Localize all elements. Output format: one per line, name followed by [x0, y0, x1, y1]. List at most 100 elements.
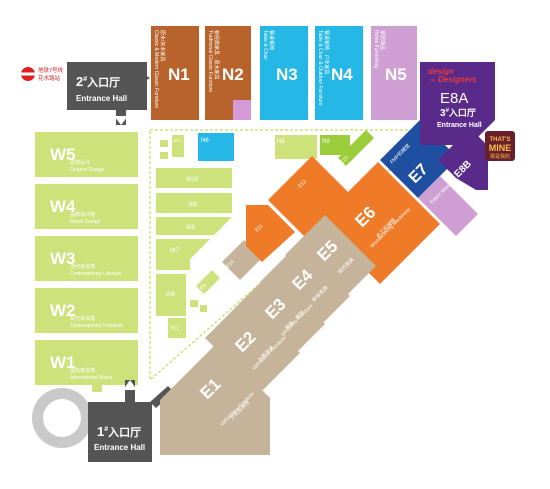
hall-t01-label: T01 — [170, 326, 179, 332]
hall-w11-label: W11 — [173, 138, 182, 143]
hall-w3-sub-en: Contemporary Lifestyle — [70, 271, 122, 277]
hall-w1[interactable]: W1 国际家具馆 International Brand — [35, 340, 138, 385]
small-booth — [190, 300, 198, 307]
hall-n6[interactable]: N6 — [198, 133, 234, 161]
hall-n2-corner — [233, 100, 251, 120]
hall-e8a-label: E8A — [440, 90, 468, 107]
hall-w2-sub: 现代家具馆 — [70, 315, 95, 322]
hall-e12[interactable]: E12 — [268, 156, 350, 238]
hall-w1-sub: 国际家具馆 — [70, 367, 95, 374]
hall-w5[interactable]: W5 原创设计 Original Design — [35, 132, 138, 177]
svg-text:1#入口厅: 1#入口厅 — [97, 424, 141, 439]
hall-e8a[interactable]: design of Designers E8A 3#入口厅 Entrance H… — [420, 62, 495, 145]
hall-n2-label: N2 — [222, 65, 244, 84]
hall-n5[interactable]: N5 家居饰品 Home Furnishing — [371, 26, 417, 120]
entrance-1-en: Entrance Hall — [94, 443, 145, 452]
metro-icon-bar — [21, 72, 35, 76]
hall-w2[interactable]: W2 现代家具馆 Contemporary Furniture — [35, 288, 138, 333]
hall-w2-label: W2 — [50, 301, 76, 320]
svg-text:3#入口厅: 3#入口厅 — [440, 108, 476, 119]
hall-w4-sub-en: Brand Design — [70, 219, 101, 225]
hall-n9-label: N9 — [322, 139, 330, 145]
round-pavilion — [32, 388, 92, 448]
hall-w3-label: W3 — [50, 249, 76, 268]
hall-n9[interactable]: N9 — [320, 135, 350, 155]
thats-mine-line1: THAT'S — [490, 137, 511, 143]
hall-w1-label: W1 — [50, 353, 76, 372]
hall-n2-sub: 新经典家具 · 原木家具 — [213, 30, 220, 79]
hall-n3[interactable]: N3 餐桌餐椅 Table & Chair — [260, 26, 308, 120]
hall-n5-sub-en: Home Furnishing — [373, 30, 379, 68]
hall-w5-sub-en: Original Design — [70, 167, 104, 173]
hall-n4[interactable]: N4 餐桌餐椅 · 户外家具 Table & Chair & Outdoor F… — [315, 26, 363, 120]
hall-w8-label: W8 — [186, 225, 196, 231]
design-of-designers-logo: design — [428, 67, 454, 76]
hall-e11[interactable]: E11 — [246, 205, 295, 262]
entrance-3-en: Entrance Hall — [437, 122, 482, 129]
entrance-1-number: 1 — [97, 424, 104, 439]
hall-w10[interactable]: W10 — [156, 168, 232, 188]
hall-w4[interactable]: W4 品牌设计馆 Brand Design — [35, 184, 138, 229]
svg-text:2#入口厅: 2#入口厅 — [76, 74, 120, 89]
hall-w6[interactable]: W6 — [156, 274, 186, 316]
hall-w1-annex — [92, 385, 102, 392]
hall-n6-label: N6 — [201, 138, 209, 144]
hall-e8b[interactable]: E8B — [438, 128, 488, 190]
hall-w9-label: W9 — [188, 202, 198, 208]
hall-n2-sub-en: Traditional Classic Furniture — [207, 30, 213, 92]
hall-t01[interactable]: T01 — [168, 318, 186, 338]
metro-station-label: 花木路站 — [38, 74, 61, 82]
connector-e1-up — [125, 380, 135, 402]
hall-n3-sub-en: Table & Chair — [262, 30, 268, 60]
hall-e15-label: E15 — [339, 155, 350, 166]
hall-w9[interactable]: W9 — [156, 193, 232, 213]
design-of-designers-of: of — [430, 78, 435, 84]
hall-e10-label: E10 — [225, 259, 236, 270]
hall-e9-label: E9 — [199, 283, 208, 292]
hall-e3[interactable]: E3 软体 · 床垫 Upholstery Furniture — [233, 271, 325, 363]
hall-n4-sub-en: Table & Chair & Outdoor Furniture — [317, 30, 323, 106]
hall-e9[interactable]: E9 — [196, 270, 220, 294]
hall-w5-label: W5 — [50, 145, 76, 164]
hall-n5-label: N5 — [385, 65, 407, 84]
hall-w8[interactable]: W8 — [156, 217, 232, 235]
hall-n8[interactable]: N8 — [275, 135, 317, 159]
entrance-hall-2[interactable]: 2#入口厅 Entrance Hall — [67, 62, 147, 110]
hall-w3[interactable]: W3 当代家具馆 Contemporary Lifestyle — [35, 236, 138, 281]
hall-n1-sub-en: Classic & Modern Classic Furniture — [153, 30, 159, 108]
hall-w11[interactable]: W11 — [172, 135, 184, 157]
hall-w4-sub: 品牌设计馆 — [70, 211, 95, 218]
hall-n5-sub: 家居饰品 — [379, 30, 386, 50]
small-booth — [160, 152, 168, 159]
connector-e1-right — [150, 386, 174, 408]
hall-e15[interactable]: E15 — [338, 130, 374, 166]
hall-e5[interactable]: E5 现代家具 — [285, 215, 376, 306]
hall-n4-sub: 餐桌餐椅 · 户外家具 — [323, 30, 330, 74]
hall-w7[interactable]: W7 — [156, 239, 210, 270]
entrance-2-en: Entrance Hall — [76, 94, 127, 103]
entrance-3-number: 3 — [440, 108, 446, 119]
hall-n2[interactable]: N2 新经典家具 · 原木家具 Traditional Classic Furn… — [205, 26, 251, 120]
entrance-2-number: 2 — [76, 74, 83, 89]
arrow-up-icon — [123, 380, 137, 390]
entrance-hall-1[interactable]: 1#入口厅 Entrance Hall — [88, 402, 152, 462]
hall-e1[interactable]: E1 沙发家具馆 Upholstery Furniture — [160, 344, 270, 455]
hall-n1[interactable]: N1 原木/实木家具 Classic & Modern Classic Furn… — [151, 26, 199, 120]
hall-e11-label: E11 — [254, 223, 264, 233]
inner-zone-outline — [149, 129, 437, 382]
hall-n4-label: N4 — [331, 65, 353, 84]
arrow-right-icon — [140, 72, 150, 84]
hall-e6[interactable]: E6 木工机械馆 Woodworking Machinery — [318, 162, 440, 284]
hall-e4[interactable]: E4 软体家具 — [260, 244, 350, 334]
metro-station: 地铁7号线 花木路站 — [21, 66, 64, 82]
thats-mine-line2: MINE — [489, 143, 512, 153]
hall-e2[interactable]: E2 沙发家具 Upholstery Furniture — [205, 298, 300, 393]
hall-n1-label: N1 — [168, 65, 190, 84]
hall-n1-sub: 原木/实木家具 — [159, 30, 166, 61]
hall-n8-label: N8 — [277, 139, 285, 145]
thats-mine-logo: THAT'S MINE 那是我的 — [485, 131, 515, 161]
metro-line-label: 地铁7号线 — [38, 66, 64, 74]
hall-w7-label: W7 — [170, 248, 180, 254]
hall-e12-label: E12 — [297, 179, 308, 190]
hall-w5-sub: 原创设计 — [70, 159, 90, 166]
